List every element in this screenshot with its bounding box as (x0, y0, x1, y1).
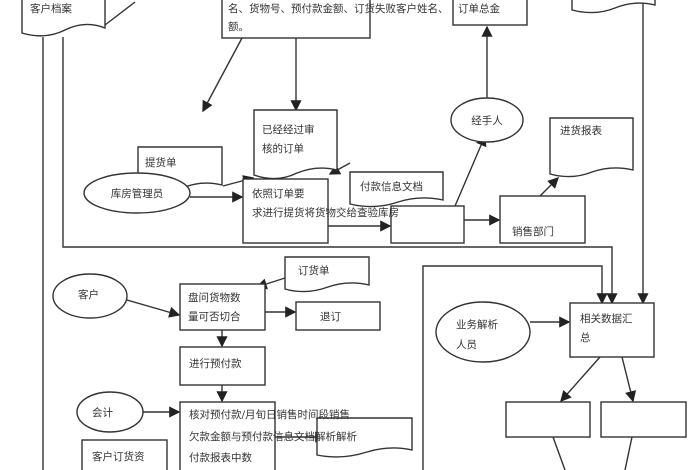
purchase-report-label: 进货报表 (560, 124, 602, 137)
order-details-line1: 名、货物号、预付款金额、订货失败客户姓名、 (228, 2, 449, 15)
pickup-process-line2: 求进行提货将货物交给查验库房 (252, 206, 399, 219)
reviewed-order-line2: 核的订单 (262, 142, 304, 155)
cancel-label: 退订 (320, 311, 341, 323)
warehouse-admin-label: 库房管理员 (111, 187, 164, 200)
prepay-label: 进行预付款 (189, 357, 242, 370)
box-cancel (295, 301, 381, 331)
box-empty-1 (390, 205, 465, 244)
doc-analysis-report (316, 417, 413, 458)
analyst-line2: 人员 (456, 339, 477, 351)
box-empty-3 (600, 401, 687, 438)
order-details-line2: 额。 (228, 20, 249, 33)
actor-customer (52, 273, 128, 319)
customer-file-label: 客户档案 (30, 2, 72, 15)
verify-line2: 欠款金额与预付款信息文档解析解析 (189, 430, 357, 443)
summary-line1: 相关数据汇 (580, 312, 633, 325)
actor-analyst (435, 301, 531, 363)
pickup-note-label: 提货单 (145, 156, 177, 169)
order-total-label: 订单总金 (458, 2, 500, 15)
payment-info-label: 付款信息文档 (360, 180, 423, 193)
verify-line3: 付款报表中数 (189, 451, 252, 464)
doc-top-right (571, 0, 656, 14)
summary-line2: 总 (580, 331, 591, 344)
box-inquiry (179, 283, 266, 331)
doc-customer-file (21, 0, 106, 37)
reviewed-order-line1: 已经经过审 (262, 123, 315, 136)
order-form-label: 订货单 (298, 264, 330, 277)
doc-purchase-report (549, 117, 634, 178)
verify-line1: 核对预付款/月旬日销售时间段销售 (189, 408, 350, 421)
box-summary (569, 302, 655, 358)
inquiry-line1: 盘问货物数 (188, 291, 241, 304)
actor-warehouse-admin (83, 172, 191, 214)
box-sales-dept (499, 195, 586, 244)
box-order-details (221, 0, 371, 39)
pickup-process-line1: 依照订单要 (252, 187, 305, 200)
customer-label: 客户 (78, 288, 99, 301)
inquiry-line2: 量可否切合 (188, 310, 241, 323)
box-customer-order-info (81, 439, 168, 470)
doc-order-form (284, 256, 370, 293)
handler-label: 经手人 (471, 114, 503, 127)
customer-order-info-label: 客户订货资 (92, 450, 145, 463)
connectors (42, 0, 649, 470)
box-empty-2 (505, 401, 591, 438)
doc-reviewed-order (253, 109, 338, 180)
sales-dept-label: 销售部门 (512, 225, 554, 238)
actor-accountant (76, 391, 144, 433)
accountant-label: 会计 (92, 406, 113, 419)
box-pickup-process (242, 178, 329, 244)
analyst-line1: 业务解析 (456, 318, 498, 331)
box-order-total (452, 0, 528, 26)
box-verify (179, 401, 276, 470)
doc-payment-info (349, 171, 444, 208)
actor-handler (450, 97, 524, 143)
box-prepay (179, 346, 266, 386)
